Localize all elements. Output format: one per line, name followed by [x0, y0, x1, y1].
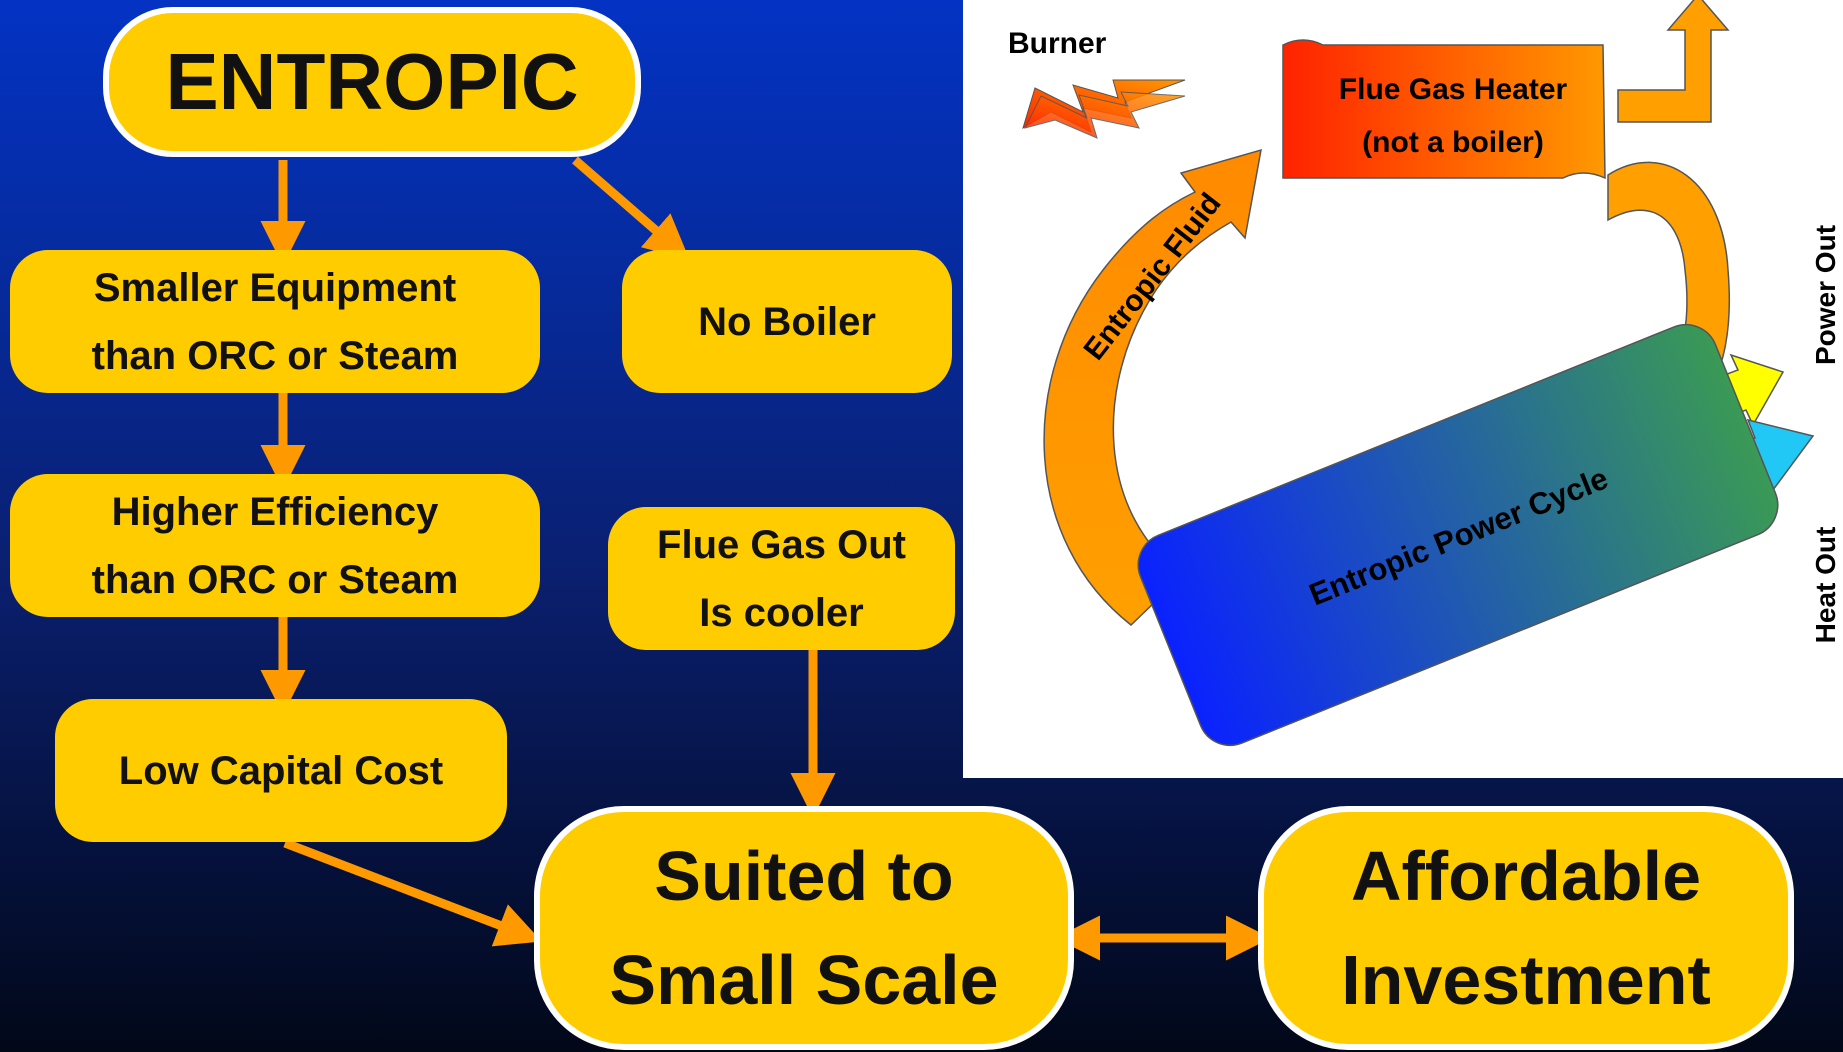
higher-efficiency-label: Higher Efficiency than ORC or Steam [91, 489, 459, 602]
title-node: ENTROPIC [103, 7, 641, 157]
no-boiler-node: No Boiler [622, 250, 952, 393]
affordable-investment-node: Affordable Investment [1258, 806, 1794, 1050]
arrow-title-to-noboiler [572, 156, 690, 260]
higher-efficiency-node: Higher Efficiency than ORC or Steam [10, 474, 540, 617]
low-capital-cost-node: Low Capital Cost [55, 699, 507, 842]
burner-flame-icon [1022, 79, 1186, 139]
entropic-fluid-arrow [1043, 148, 1262, 626]
smaller-equipment-node: Smaller Equipment than ORC or Steam [10, 250, 540, 393]
no-boiler-label: No Boiler [698, 299, 876, 344]
exhaust-arrow [1617, 0, 1730, 123]
flue-gas-heater [1282, 39, 1606, 180]
title-label: ENTROPIC [165, 37, 579, 126]
affordable-investment-label: Affordable Investment [1341, 837, 1711, 1019]
arrow-lowcost-to-suited [283, 838, 542, 947]
heat-out-label: Heat Out [1810, 527, 1841, 644]
flue-gas-out-node: Flue Gas Out Is cooler [608, 507, 955, 650]
low-capital-cost-label: Low Capital Cost [118, 748, 444, 793]
burner-label: Burner [1008, 27, 1107, 60]
smaller-equipment-label: Smaller Equipment than ORC or Steam [91, 265, 459, 378]
power-out-label: Power Out [1810, 225, 1841, 365]
flue-gas-out-label: Flue Gas Out Is cooler [657, 522, 906, 635]
suited-small-scale-label: Suited to Small Scale [609, 837, 999, 1019]
suited-small-scale-node: Suited to Small Scale [534, 806, 1074, 1050]
entropic-power-cycle-box [1137, 323, 1779, 747]
cycle-diagram-panel: Burner Flue Gas Heater (not a boiler) En… [963, 0, 1843, 778]
heater-label-line2: (not a boiler) [1362, 126, 1544, 159]
heater-label-line1: Flue Gas Heater [1339, 73, 1568, 106]
